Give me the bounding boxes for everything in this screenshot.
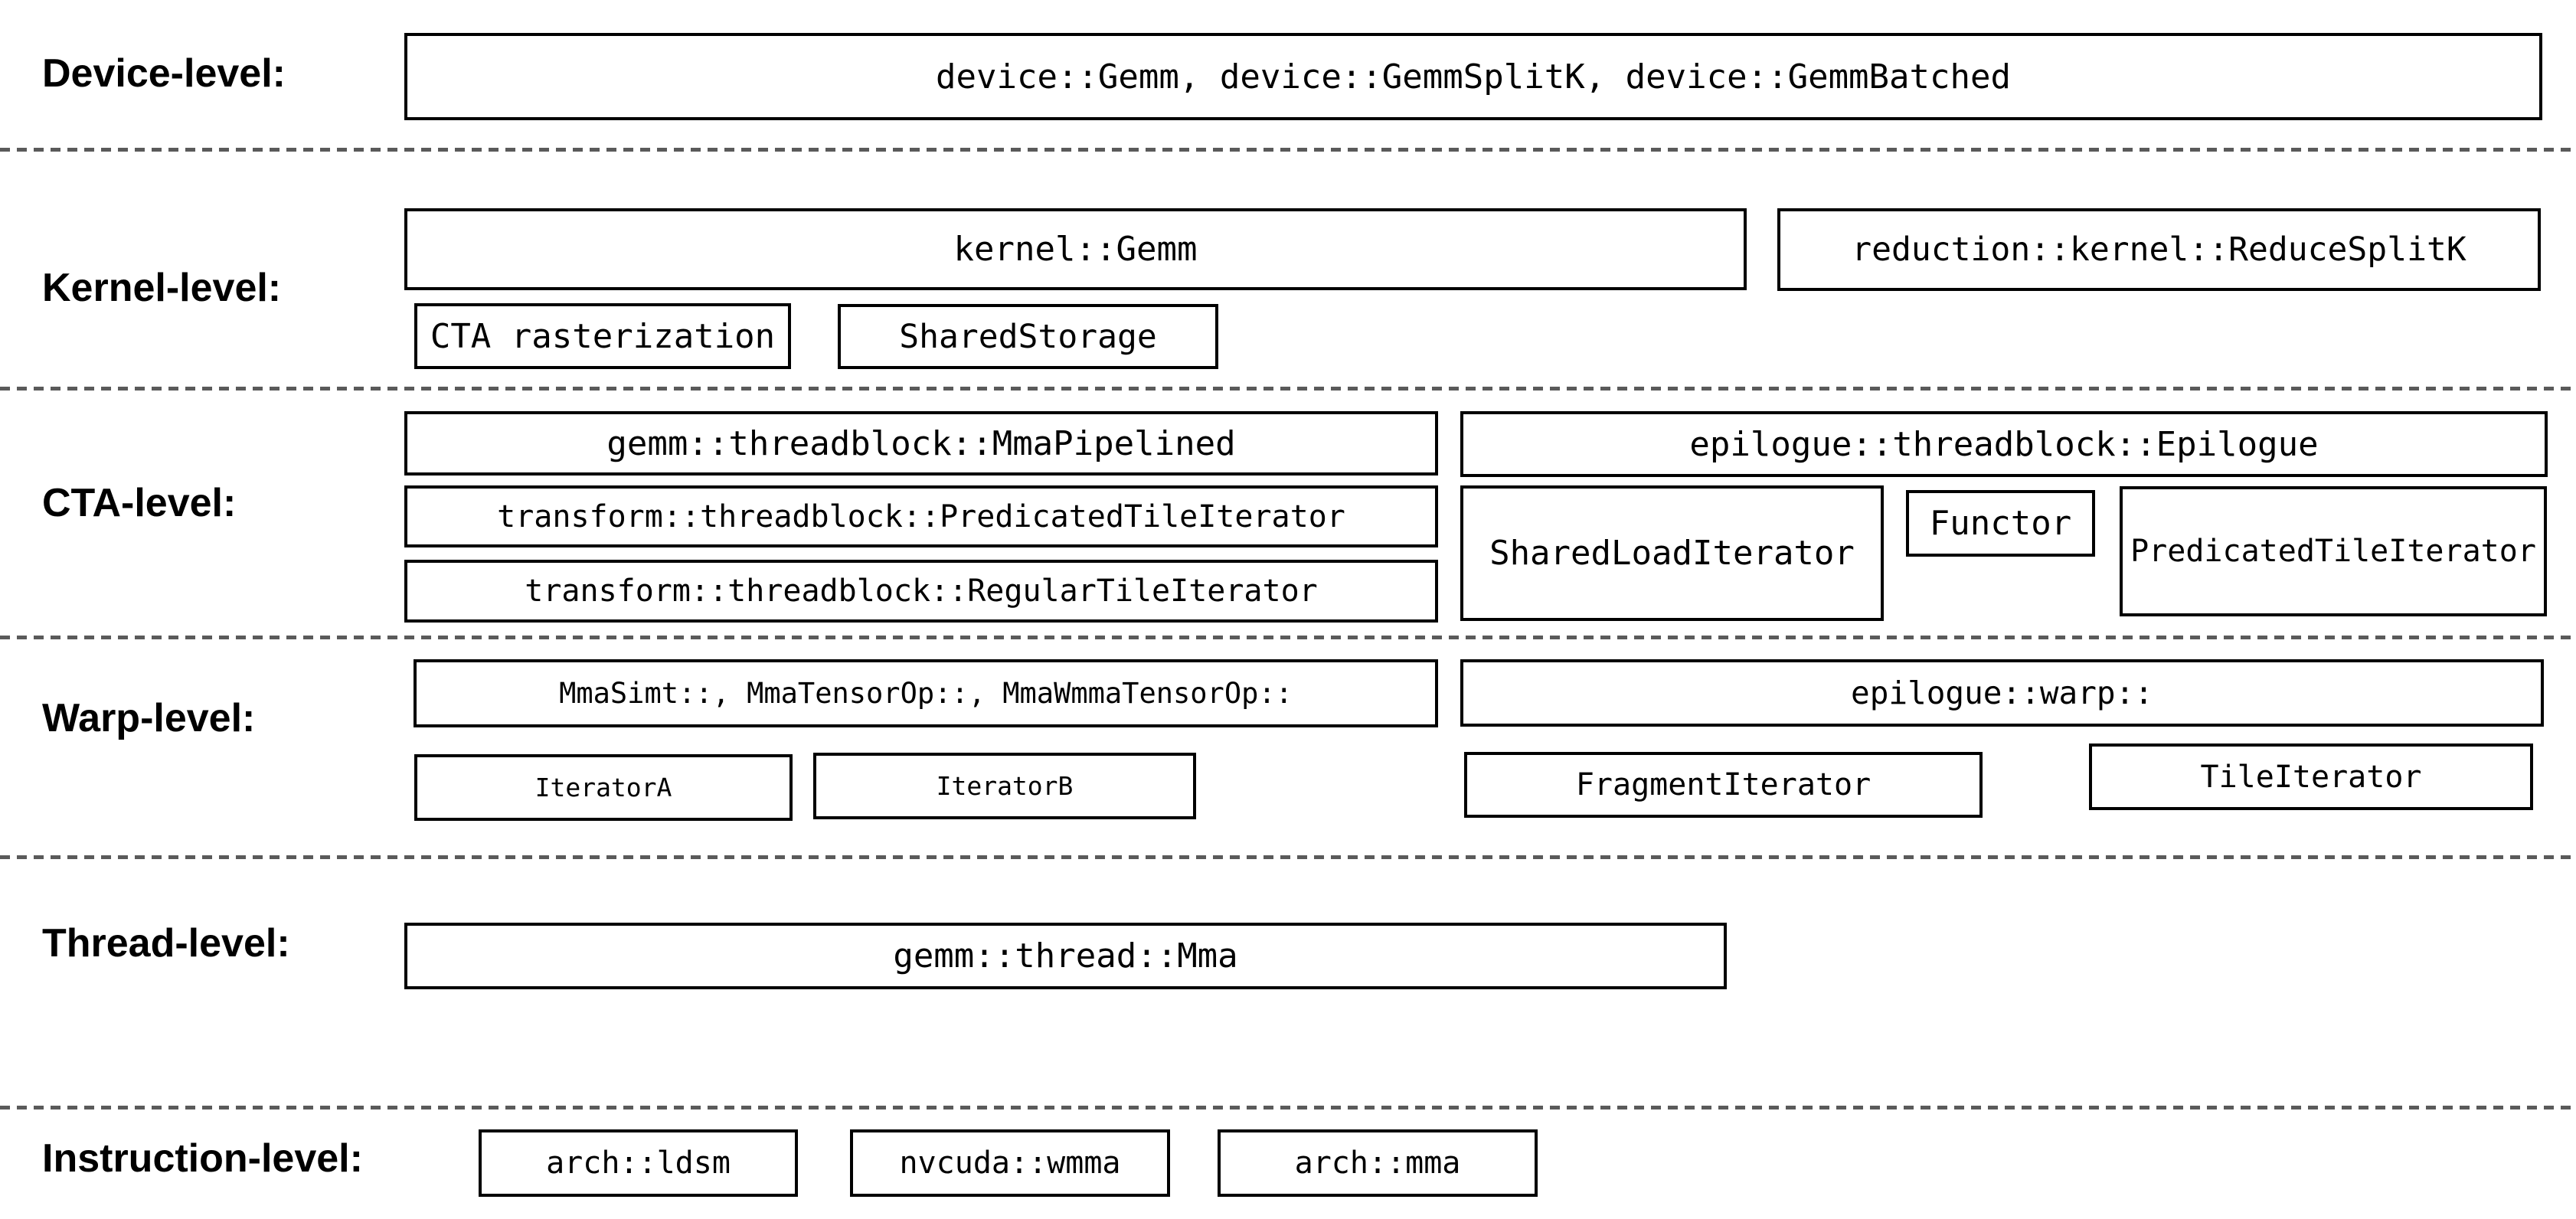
warp-thread-separator bbox=[0, 855, 2576, 859]
shared-storage-box: SharedStorage bbox=[838, 304, 1218, 369]
thread-level-label: Thread-level: bbox=[42, 921, 290, 966]
iterator-b-box: IteratorB bbox=[813, 753, 1196, 819]
arch-mma-box: arch::mma bbox=[1218, 1129, 1538, 1197]
functor-box: Functor bbox=[1906, 490, 2095, 557]
thread-instruction-separator bbox=[0, 1106, 2576, 1110]
tile-iterator-box: TileIterator bbox=[2089, 743, 2533, 810]
warp-level-label: Warp-level: bbox=[42, 696, 256, 740]
kernel-cta-separator bbox=[0, 387, 2576, 391]
device-level-label: Device-level: bbox=[42, 51, 286, 96]
device-gemm-box: device::Gemm, device::GemmSplitK, device… bbox=[404, 33, 2542, 120]
warp-mma-box: MmaSimt::, MmaTensorOp::, MmaWmmaTensorO… bbox=[414, 659, 1438, 727]
shared-load-iterator-box: SharedLoadIterator bbox=[1460, 485, 1884, 621]
cta-warp-separator bbox=[0, 636, 2576, 639]
fragment-iterator-box: FragmentIterator bbox=[1464, 752, 1983, 818]
nvcuda-wmma-box: nvcuda::wmma bbox=[850, 1129, 1170, 1197]
cta-rasterization-box: CTA rasterization bbox=[414, 303, 791, 369]
arch-ldsm-box: arch::ldsm bbox=[479, 1129, 798, 1197]
epilogue-predicated-tile-iterator-box: PredicatedTileIterator bbox=[2120, 486, 2547, 616]
thread-mma-box: gemm::thread::Mma bbox=[404, 923, 1727, 989]
predicated-tile-iterator-box: transform::threadblock::PredicatedTileIt… bbox=[404, 485, 1438, 547]
epilogue-warp-box: epilogue::warp:: bbox=[1460, 659, 2544, 727]
reduce-splitk-box: reduction::kernel::ReduceSplitK bbox=[1777, 208, 2541, 291]
cta-level-label: CTA-level: bbox=[42, 481, 237, 525]
epilogue-threadblock-box: epilogue::threadblock::Epilogue bbox=[1460, 411, 2548, 477]
device-kernel-separator bbox=[0, 148, 2576, 152]
instruction-level-label: Instruction-level: bbox=[42, 1136, 363, 1181]
kernel-level-label: Kernel-level: bbox=[42, 266, 282, 310]
mma-pipelined-box: gemm::threadblock::MmaPipelined bbox=[404, 411, 1438, 476]
kernel-gemm-box: kernel::Gemm bbox=[404, 208, 1747, 290]
iterator-a-box: IteratorA bbox=[414, 754, 793, 821]
regular-tile-iterator-box: transform::threadblock::RegularTileItera… bbox=[404, 560, 1438, 623]
